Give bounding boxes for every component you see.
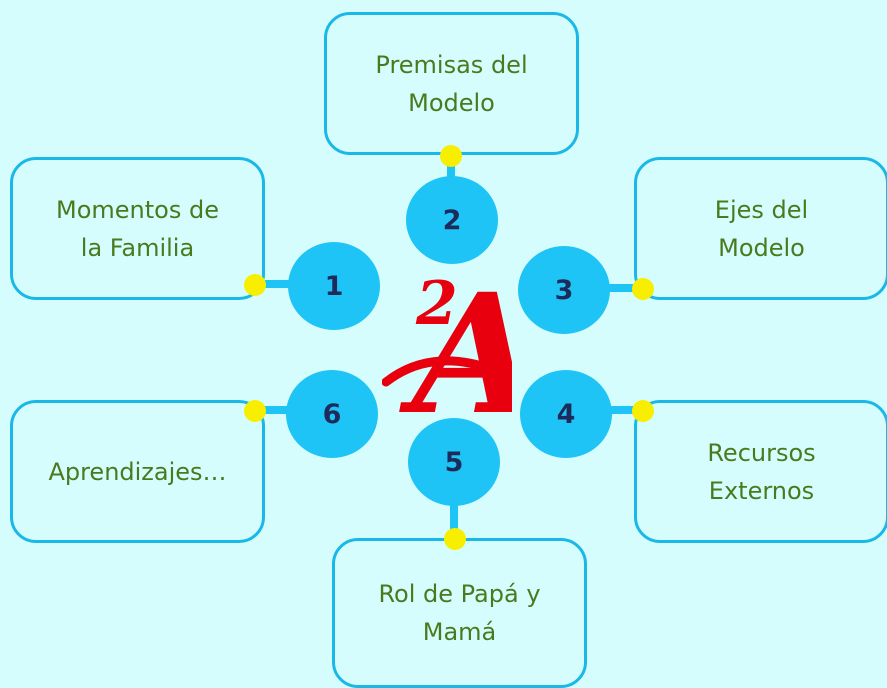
connector-dot-5 bbox=[444, 528, 466, 550]
logo-digit: 2 bbox=[415, 269, 458, 339]
node-circle-3[interactable]: 3 bbox=[518, 246, 610, 334]
connector-dot-4 bbox=[632, 400, 654, 422]
node-box-4[interactable]: Recursos Externos bbox=[634, 400, 887, 543]
node-label-5: Rol de Papá y Mamá bbox=[378, 580, 541, 646]
node-label-4: Recursos Externos bbox=[707, 438, 816, 505]
logo-letter: A bbox=[399, 262, 512, 422]
logo-swash bbox=[382, 356, 499, 387]
connector-dot-1 bbox=[244, 274, 266, 296]
connector-5 bbox=[450, 480, 458, 540]
node-label-2: Premisas del Modelo bbox=[375, 50, 528, 117]
connector-4 bbox=[605, 406, 645, 414]
node-label-6: Aprendizajes… bbox=[48, 457, 227, 486]
node-circle-6[interactable]: 6 bbox=[286, 370, 378, 458]
connector-dot-3 bbox=[632, 278, 654, 300]
connector-dot-2 bbox=[440, 145, 462, 167]
connector-3 bbox=[605, 284, 645, 292]
node-circle-5[interactable]: 5 bbox=[408, 418, 500, 506]
node-number-5: 5 bbox=[444, 446, 464, 478]
node-number-6: 6 bbox=[322, 398, 342, 430]
connector-2 bbox=[447, 154, 455, 184]
node-number-3: 3 bbox=[554, 274, 574, 306]
node-box-5[interactable]: Rol de Papá y Mamá bbox=[332, 538, 587, 688]
node-circle-2[interactable]: 2 bbox=[406, 176, 498, 264]
connector-6 bbox=[255, 406, 295, 414]
node-circle-1[interactable]: 1 bbox=[288, 242, 380, 330]
node-box-2[interactable]: Premisas del Modelo bbox=[324, 12, 579, 155]
connector-dot-6 bbox=[244, 400, 266, 422]
node-box-1[interactable]: Momentos de la Familia bbox=[10, 157, 265, 300]
node-box-6[interactable]: Aprendizajes… bbox=[10, 400, 265, 543]
node-label-1: Momentos de la Familia bbox=[56, 195, 219, 262]
node-box-3[interactable]: Ejes del Modelo bbox=[634, 157, 887, 300]
node-number-2: 2 bbox=[442, 204, 462, 236]
center-logo: A 2 bbox=[382, 262, 512, 422]
node-label-3: Ejes del Modelo bbox=[714, 195, 809, 262]
node-number-4: 4 bbox=[556, 398, 576, 430]
node-circle-4[interactable]: 4 bbox=[520, 370, 612, 458]
connector-1 bbox=[255, 280, 295, 288]
node-number-1: 1 bbox=[324, 270, 344, 302]
